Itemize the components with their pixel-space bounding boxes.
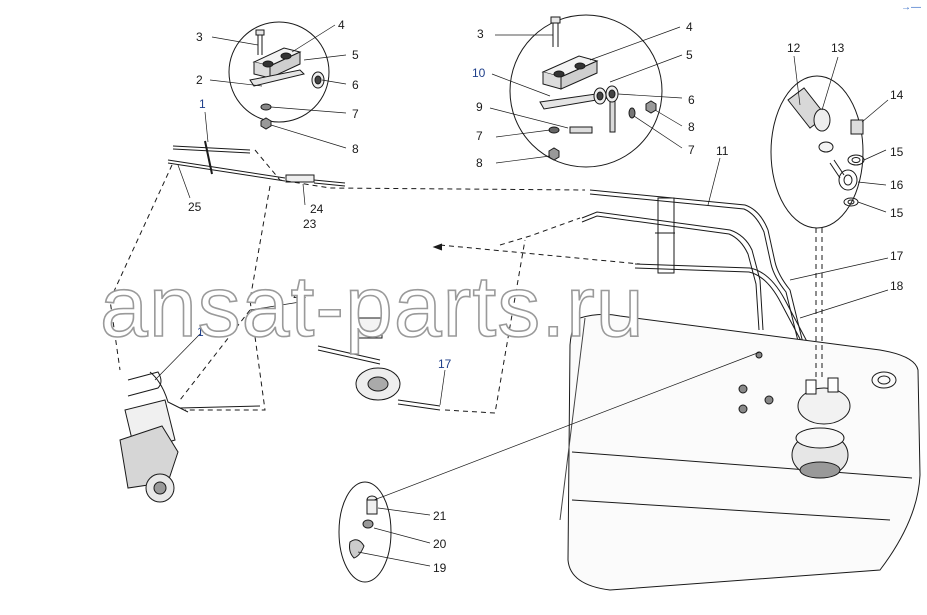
callout-label: 25 (188, 200, 202, 214)
callout-label: 4 (686, 20, 693, 34)
callout-label: 12 (787, 41, 801, 55)
detail-ellipse-right (770, 75, 865, 229)
callout-label: 21 (433, 509, 447, 523)
callout-label: 5 (352, 48, 359, 62)
callout-label: 8 (352, 142, 359, 156)
callout-label: 7 (688, 143, 695, 157)
callout-label: 17 (438, 357, 452, 371)
callout-label: 6 (352, 78, 359, 92)
callout-label: 9 (476, 100, 483, 114)
fuel-pump (317, 317, 441, 411)
callout-label: 18 (890, 279, 904, 293)
fuel-lines-upper-left (167, 140, 346, 187)
callout-numbers: 3 4 5 2 6 7 8 1 25 24 23 3 4 5 10 6 9 8 … (188, 18, 904, 575)
callout-label: 15 (890, 145, 904, 159)
callout-label: 10 (472, 66, 486, 80)
fuel-filter-unit (119, 371, 261, 503)
callout-label: 11 (716, 144, 729, 158)
leader-lines (154, 24, 889, 567)
callout-label: 2 (196, 73, 203, 87)
callout-label: 6 (688, 93, 695, 107)
callout-label: 8 (688, 120, 695, 134)
callout-label: 16 (890, 178, 904, 192)
callout-label: 5 (686, 48, 693, 62)
callout-label: 22 (293, 287, 307, 301)
callout-label: 13 (831, 41, 845, 55)
corner-mark: →— (901, 2, 921, 13)
fuel-tank (559, 313, 921, 591)
arrowhead (432, 243, 443, 251)
callout-label: 1 (199, 97, 206, 111)
callout-label: 3 (477, 27, 484, 41)
callout-label: 1 (197, 325, 204, 339)
callout-label: 17 (890, 249, 904, 263)
callout-label: 8 (476, 156, 483, 170)
callout-label: 19 (433, 561, 447, 575)
callout-label: 20 (433, 537, 447, 551)
callout-label: 3 (196, 30, 203, 44)
fuel-lines-to-tank (581, 189, 831, 389)
callout-label: 4 (338, 18, 345, 32)
callout-label: 24 (310, 202, 324, 216)
routing-dashed-lines (109, 149, 823, 414)
detail-ellipse-bottom (338, 481, 392, 583)
callout-label: 23 (303, 217, 317, 231)
detail-circle-left (228, 21, 330, 130)
callout-label: 7 (352, 107, 359, 121)
callout-label: 14 (890, 88, 904, 102)
detail-circle-center (509, 14, 663, 168)
callout-label: 15 (890, 206, 904, 220)
watermark-text: ansat-parts.ru (99, 258, 645, 356)
callout-label: 7 (476, 129, 483, 143)
